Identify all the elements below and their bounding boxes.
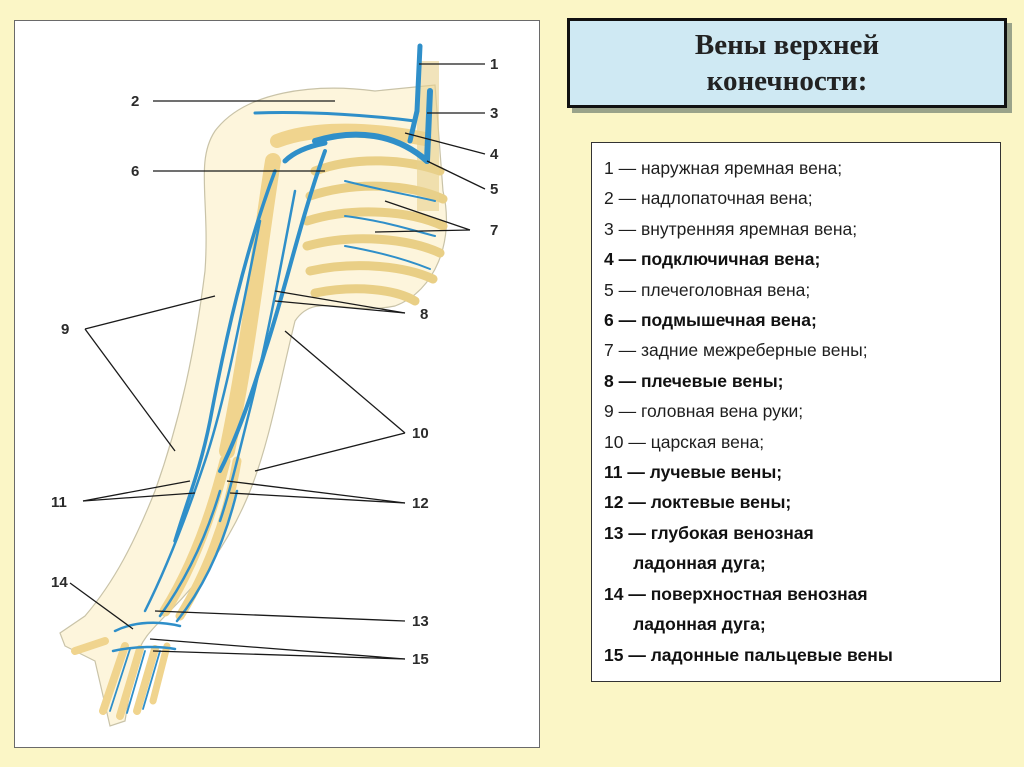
callout-1: 1 <box>490 56 498 73</box>
callout-3: 3 <box>490 105 498 122</box>
title-line-1: Вены верхней <box>694 29 880 61</box>
callout-15: 15 <box>412 651 429 668</box>
slide-title: Вены верхней конечности: <box>695 27 879 99</box>
vein-network <box>109 43 436 714</box>
callout-8: 8 <box>420 306 428 323</box>
legend-item: 6 — подмышечная вена; <box>604 310 817 331</box>
callout-2: 2 <box>131 93 139 110</box>
legend-item: 15 — ладонные пальцевые вены <box>604 644 893 665</box>
arm-vein-illustration: 1 2 3 4 5 6 7 8 9 10 11 12 14 13 15 <box>51 43 499 727</box>
callout-6: 6 <box>131 163 139 180</box>
callout-11: 11 <box>51 494 67 511</box>
title-line-2: конечности: <box>706 65 868 97</box>
callout-9: 9 <box>61 321 69 338</box>
ribcage <box>302 156 448 306</box>
leader-lines <box>69 63 486 660</box>
legend-item: 5 — плечеголовная вена; <box>604 279 811 300</box>
legend-item: 13 — глубокая венозная <box>604 522 814 543</box>
callout-14: 14 <box>51 574 68 591</box>
legend-item: 3 — внутренняя яремная вена; <box>604 218 858 239</box>
callout-10: 10 <box>412 425 429 442</box>
legend-item: 10 — царская вена; <box>604 431 765 452</box>
legend-item: 7 — задние межреберные вены; <box>604 340 868 361</box>
legend-item: 8 — плечевые вены; <box>604 370 784 391</box>
legend-item: 4 — подключичная вена; <box>604 249 821 270</box>
legend-item: ладонная дуга; <box>604 553 766 574</box>
legend-item: 14 — поверхностная венозная <box>604 583 868 604</box>
legend-item: 1 — наружная яремная вена; <box>604 158 843 178</box>
legend-item: 2 — надлопаточная вена; <box>604 188 813 209</box>
callout-13: 13 <box>412 613 429 630</box>
legend-list: 1 — наружная яремная вена; 2 — надлопаточ… <box>604 153 1000 670</box>
callout-4: 4 <box>490 146 499 163</box>
callout-7: 7 <box>490 222 498 239</box>
callout-5: 5 <box>490 181 498 198</box>
legend-box: 1 — наружная яремная вена; 2 — надлопаточ… <box>591 142 1001 682</box>
legend-item: 12 — локтевые вены; <box>604 492 792 513</box>
anatomy-figure-panel: 1 2 3 4 5 6 7 8 9 10 11 12 14 13 15 <box>14 20 540 748</box>
title-box: Вены верхней конечности: <box>567 18 1007 108</box>
legend-item: 11 — лучевые вены; <box>604 462 783 483</box>
legend-item: ладонная дуга; <box>604 614 766 635</box>
callout-12: 12 <box>412 495 429 512</box>
legend-item: 9 — головная вена руки; <box>604 401 804 422</box>
